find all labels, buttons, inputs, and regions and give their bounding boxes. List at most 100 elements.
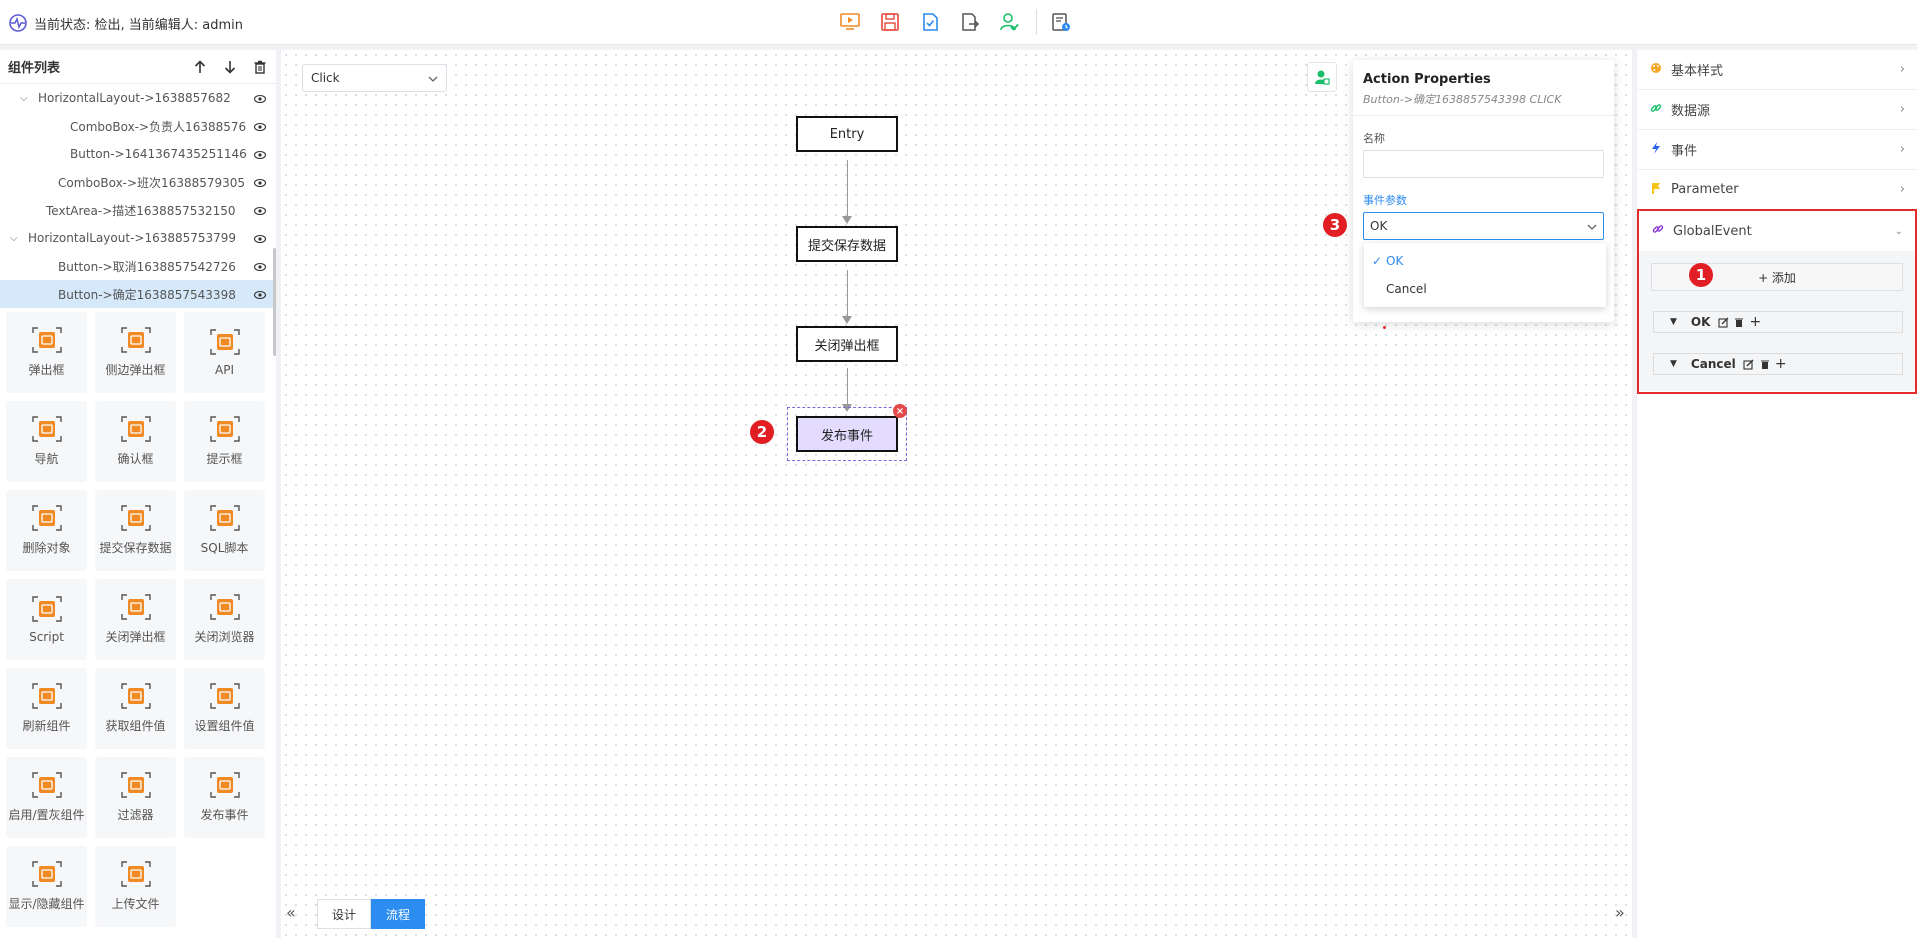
tree-item-label: ComboBox->负责人16388576 — [70, 119, 247, 134]
preview-button[interactable] — [836, 8, 864, 36]
tree-item[interactable]: ⌵HorizontalLayout->163885753799 — [0, 224, 276, 252]
component-tile[interactable]: 显示/隐藏组件 — [6, 846, 87, 927]
component-tile[interactable]: 关闭浏览器 — [184, 579, 265, 660]
eye-icon[interactable] — [253, 120, 267, 134]
edit-icon[interactable] — [1742, 357, 1756, 371]
edit-icon[interactable] — [1716, 315, 1730, 329]
plus-icon[interactable]: + — [1749, 314, 1762, 330]
eye-icon[interactable] — [253, 260, 267, 274]
history-button[interactable] — [1047, 8, 1075, 36]
option-label: OK — [1386, 254, 1404, 268]
section-parameter[interactable]: Parameter › — [1637, 170, 1917, 210]
component-icon — [31, 416, 62, 442]
expand-triangle-icon[interactable]: ▼ — [1670, 317, 1677, 327]
component-tile[interactable]: 设置组件值 — [184, 668, 265, 749]
component-label: 关闭弹出框 — [105, 630, 166, 644]
tree-item[interactable]: ComboBox->班次16388579305 — [0, 168, 276, 196]
chevron-down-icon[interactable]: ⌵ — [20, 92, 28, 104]
component-tile[interactable]: 获取组件值 — [95, 668, 176, 749]
tree-item-label: TextArea->描述1638857532150 — [46, 203, 236, 218]
component-tile[interactable]: 删除对象 — [6, 490, 87, 571]
component-tile[interactable]: 提示框 — [184, 401, 265, 482]
palette-icon — [1649, 62, 1663, 78]
component-tile[interactable]: API — [184, 312, 265, 393]
component-icon — [120, 772, 151, 798]
component-label: 关闭浏览器 — [194, 630, 255, 644]
flow-node-publish-event[interactable]: 发布事件 — [796, 416, 898, 452]
component-tile[interactable]: 导航 — [6, 401, 87, 482]
preview-icon — [840, 13, 860, 30]
plus-icon[interactable]: + — [1774, 356, 1787, 372]
collapse-right-icon[interactable]: » — [1615, 903, 1625, 922]
save-button[interactable] — [876, 8, 904, 36]
tree-item[interactable]: Button->1641367435251146 — [0, 140, 276, 168]
chevron-right-icon: › — [1899, 142, 1905, 157]
tab-design[interactable]: 设计 — [317, 899, 371, 929]
chevron-down-icon[interactable]: ⌵ — [10, 232, 18, 244]
eye-icon[interactable] — [253, 288, 267, 302]
toolbar — [836, 8, 1087, 36]
section-datasource[interactable]: 数据源 › — [1637, 90, 1917, 130]
component-tile[interactable]: Script — [6, 579, 87, 660]
export-button[interactable] — [956, 8, 984, 36]
global-event-item-cancel[interactable]: ▼ Cancel + — [1653, 353, 1903, 375]
component-label: 导航 — [34, 452, 59, 466]
move-down-icon[interactable] — [222, 59, 238, 75]
export-icon — [962, 13, 980, 31]
eye-icon[interactable] — [253, 148, 267, 162]
expand-triangle-icon[interactable]: ▼ — [1670, 359, 1677, 369]
tree-scrollbar[interactable] — [273, 248, 276, 356]
tree-item[interactable]: ComboBox->负责人16388576 — [0, 112, 276, 140]
global-event-item-ok[interactable]: ▼ OK + — [1653, 311, 1903, 333]
tab-flow[interactable]: 流程 — [371, 899, 425, 929]
flow-node-submit-save[interactable]: 提交保存数据 — [796, 226, 898, 262]
trash-icon[interactable] — [1758, 357, 1772, 371]
component-tile[interactable]: 弹出框 — [6, 312, 87, 393]
event-param-select[interactable]: OK — [1363, 212, 1604, 240]
eye-icon[interactable] — [253, 176, 267, 190]
flow-node-entry[interactable]: Entry — [796, 116, 898, 152]
dropdown-option-ok[interactable]: ✓OK — [1364, 247, 1606, 275]
flow-node-close-popup[interactable]: 关闭弹出框 — [796, 326, 898, 362]
section-label: Parameter — [1671, 182, 1739, 197]
eye-icon[interactable] — [253, 204, 267, 218]
component-tile[interactable]: 刷新组件 — [6, 668, 87, 749]
move-up-icon[interactable] — [192, 59, 208, 75]
user-settings-button[interactable] — [1307, 62, 1337, 92]
dropdown-option-cancel[interactable]: Cancel — [1364, 275, 1606, 303]
section-label: 基本样式 — [1671, 64, 1724, 79]
tree-item[interactable]: ⌵HorizontalLayout->1638857682 — [0, 84, 276, 112]
collapse-left-icon[interactable]: « — [286, 903, 296, 922]
component-tile[interactable]: SQL脚本 — [184, 490, 265, 571]
trash-icon[interactable] — [252, 59, 268, 75]
event-select[interactable]: Click — [302, 64, 447, 92]
global-event-body: + 添加 1 ▼ OK + ▼ Cancel + — [1639, 251, 1915, 391]
check-button[interactable] — [916, 8, 944, 36]
component-tile[interactable]: 关闭弹出框 — [95, 579, 176, 660]
eye-icon[interactable] — [253, 92, 267, 106]
trash-icon[interactable] — [1732, 315, 1746, 329]
tree-item-label: ComboBox->班次16388579305 — [58, 175, 246, 190]
eye-icon[interactable] — [253, 232, 267, 246]
component-tile[interactable]: 侧边弹出框 — [95, 312, 176, 393]
component-tile[interactable]: 上传文件 — [95, 846, 176, 927]
section-basic-style[interactable]: 基本样式 › — [1637, 50, 1917, 90]
section-global-event[interactable]: GlobalEvent ⌄ — [1639, 211, 1915, 251]
component-label: Script — [29, 629, 64, 644]
component-tile[interactable]: 提交保存数据 — [95, 490, 176, 571]
tree-item[interactable]: Button->取消1638857542726 — [0, 252, 276, 280]
tree-item[interactable]: Button->确定1638857543398 — [0, 280, 276, 308]
close-icon[interactable]: × — [893, 404, 907, 418]
component-tile[interactable]: 过滤器 — [95, 757, 176, 838]
name-field[interactable] — [1363, 150, 1604, 178]
component-tile[interactable]: 发布事件 — [184, 757, 265, 838]
chevron-down-icon — [1587, 219, 1597, 233]
publish-button[interactable] — [996, 8, 1024, 36]
flow-canvas[interactable]: Click Entry 提交保存数据 关闭弹出框 发布事件 × 2 « 设计 流… — [281, 50, 1632, 938]
component-label: 上传文件 — [111, 897, 160, 911]
section-events[interactable]: 事件 › — [1637, 130, 1917, 170]
event-select-value: Click — [311, 71, 340, 85]
tree-item[interactable]: TextArea->描述1638857532150 — [0, 196, 276, 224]
component-tile[interactable]: 启用/置灰组件 — [6, 757, 87, 838]
component-tile[interactable]: 确认框 — [95, 401, 176, 482]
